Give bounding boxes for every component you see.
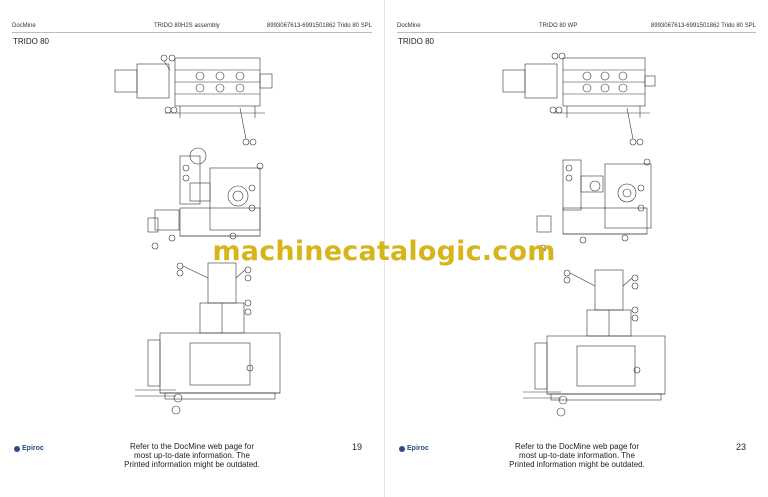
logo-text: Epiroc	[407, 445, 429, 452]
footer-note: Refer to the DocMine web page for most u…	[124, 442, 260, 469]
document-page-left: DocMine TRIDO 80H2S assembly 8993067613-…	[12, 22, 372, 469]
pump-assembly-drawing	[114, 54, 281, 415]
header-app-name: DocMine	[397, 23, 421, 29]
front-view	[523, 269, 666, 417]
header-title: TRIDO 80H2S assembly	[154, 23, 220, 29]
header-reference: 8993067613-6991501862 Trido 80 SPL	[266, 23, 372, 29]
top-view	[114, 54, 273, 146]
pump-assembly-drawing	[502, 52, 666, 417]
epiroc-mark-icon	[399, 445, 405, 452]
page-number: 19	[351, 442, 362, 452]
page-header: DocMine TRIDO 80H2S assembly 8993067613-…	[12, 22, 372, 33]
section-title: TRIDO 80	[398, 37, 435, 46]
page-number: 23	[735, 442, 746, 452]
document-page-right: DocMine TRIDO 80 WP 8993067613-699150186…	[384, 0, 768, 497]
footer-note: Refer to the DocMine web page for most u…	[509, 442, 645, 469]
header-title: TRIDO 80 WP	[539, 23, 578, 29]
front-view	[135, 262, 281, 415]
logo-text: Epiroc	[22, 445, 44, 452]
header-reference: 8993067613-6991501862 Trido 80 SPL	[650, 23, 756, 29]
epiroc-logo: Epiroc	[399, 445, 429, 452]
section-title: TRIDO 80	[13, 37, 50, 46]
top-view	[502, 52, 656, 146]
header-app-name: DocMine	[12, 23, 36, 29]
page-header: DocMine TRIDO 80 WP 8993067613-699150186…	[397, 22, 756, 33]
side-view	[536, 158, 652, 252]
epiroc-mark-icon	[14, 445, 20, 452]
side-view	[147, 147, 264, 250]
epiroc-logo: Epiroc	[14, 445, 44, 452]
watermark-text: machinecatalogic.com	[212, 236, 556, 267]
